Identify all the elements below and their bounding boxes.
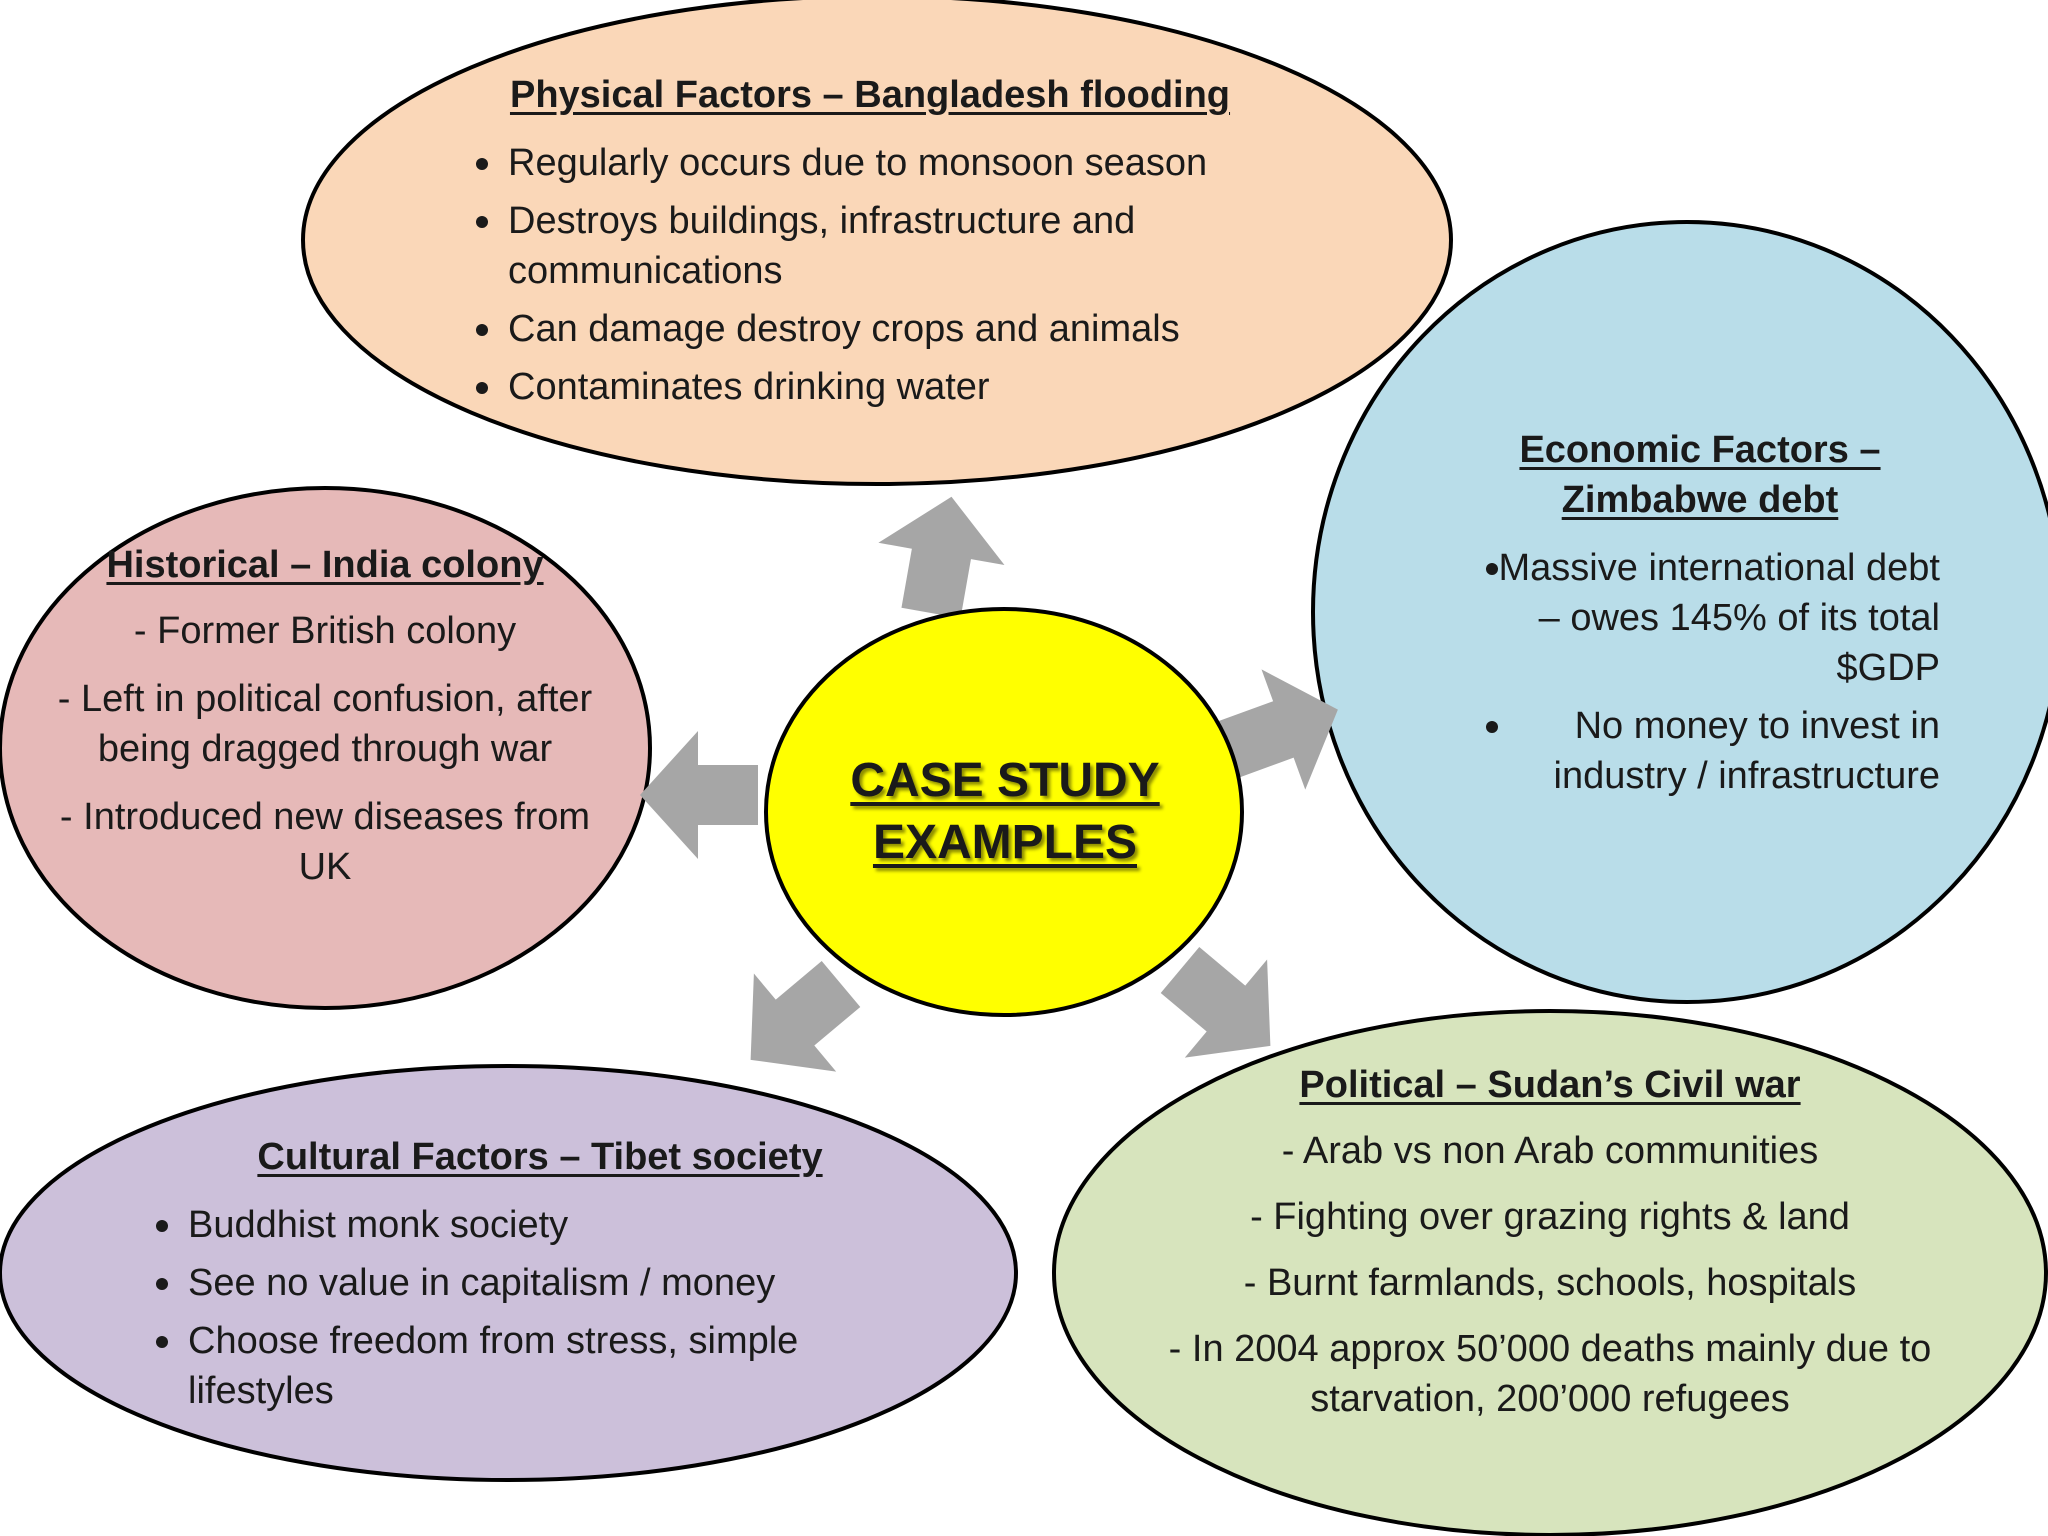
political-heading: Political – Sudan’s Civil war	[1299, 1064, 1801, 1106]
physical-bubble	[301, 0, 1453, 486]
list-item: - Former British colony	[133, 610, 517, 652]
center-title-line2: EXAMPLES	[872, 816, 1138, 869]
arrow-left	[640, 731, 758, 859]
list-item: Regularly occurs due to monsoon season	[470, 138, 1310, 188]
cultural-factors-text: Cultural Factors – Tibet society Buddhis…	[150, 1132, 910, 1424]
list-item: Choose freedom from stress, simple lifes…	[150, 1316, 910, 1416]
list-item: - In 2004 approx 50’000 deaths mainly du…	[1168, 1328, 1932, 1420]
political-list: - Arab vs non Arab communities - Fightin…	[1140, 1126, 1960, 1424]
physical-factors-text: Physical Factors – Bangladesh flooding R…	[470, 70, 1310, 420]
economic-factors-text: Economic Factors – Zimbabwe debt Massive…	[1460, 425, 1940, 809]
list-item: Buddhist monk society	[150, 1200, 910, 1250]
arrow-down-right	[1160, 947, 1271, 1058]
center-title: CASE STUDY EXAMPLES	[785, 750, 1225, 874]
economic-heading-line1: Economic Factors –	[1519, 429, 1881, 471]
arrows	[640, 496, 1338, 1072]
cultural-bubble	[0, 1064, 1018, 1482]
physical-heading: Physical Factors – Bangladesh flooding	[509, 74, 1231, 116]
political-factors-text: Political – Sudan’s Civil war - Arab vs …	[1140, 1060, 1960, 1440]
cultural-list: Buddhist monk society See no value in ca…	[150, 1200, 910, 1416]
historical-heading: Historical – India colony	[106, 544, 544, 586]
list-item: No money to invest in industry / infrast…	[1460, 701, 1940, 801]
list-item: Contaminates drinking water	[470, 362, 1310, 412]
arrow-down-left	[750, 961, 861, 1072]
list-item: - Burnt farmlands, schools, hospitals	[1243, 1262, 1857, 1304]
list-item: - Introduced new diseases from UK	[59, 796, 591, 888]
economic-list: Massive international debt – owes 145% o…	[1460, 543, 1940, 801]
list-item: Destroys buildings, infrastructure and c…	[470, 196, 1310, 296]
economic-heading-line2: Zimbabwe debt	[1561, 479, 1839, 521]
center-bubble	[764, 607, 1244, 1017]
arrow-up	[878, 496, 1005, 619]
arrow-right	[1216, 669, 1338, 790]
list-item: - Arab vs non Arab communities	[1281, 1130, 1819, 1172]
list-item: - Left in political confusion, after bei…	[57, 678, 593, 770]
list-item: See no value in capitalism / money	[150, 1258, 910, 1308]
list-item: Can damage destroy crops and animals	[470, 304, 1310, 354]
cultural-heading: Cultural Factors – Tibet society	[257, 1136, 823, 1178]
center-title-line1: CASE STUDY	[850, 754, 1160, 807]
historical-bubble	[0, 486, 652, 1010]
list-item: Massive international debt – owes 145% o…	[1460, 543, 1940, 693]
economic-bubble	[1311, 220, 2048, 1004]
physical-list: Regularly occurs due to monsoon season D…	[470, 138, 1310, 412]
historical-factors-text: Historical – India colony - Former Briti…	[40, 540, 610, 910]
list-item: - Fighting over grazing rights & land	[1250, 1196, 1850, 1238]
political-bubble	[1052, 1009, 2048, 1536]
historical-list: - Former British colony - Left in politi…	[40, 606, 610, 892]
